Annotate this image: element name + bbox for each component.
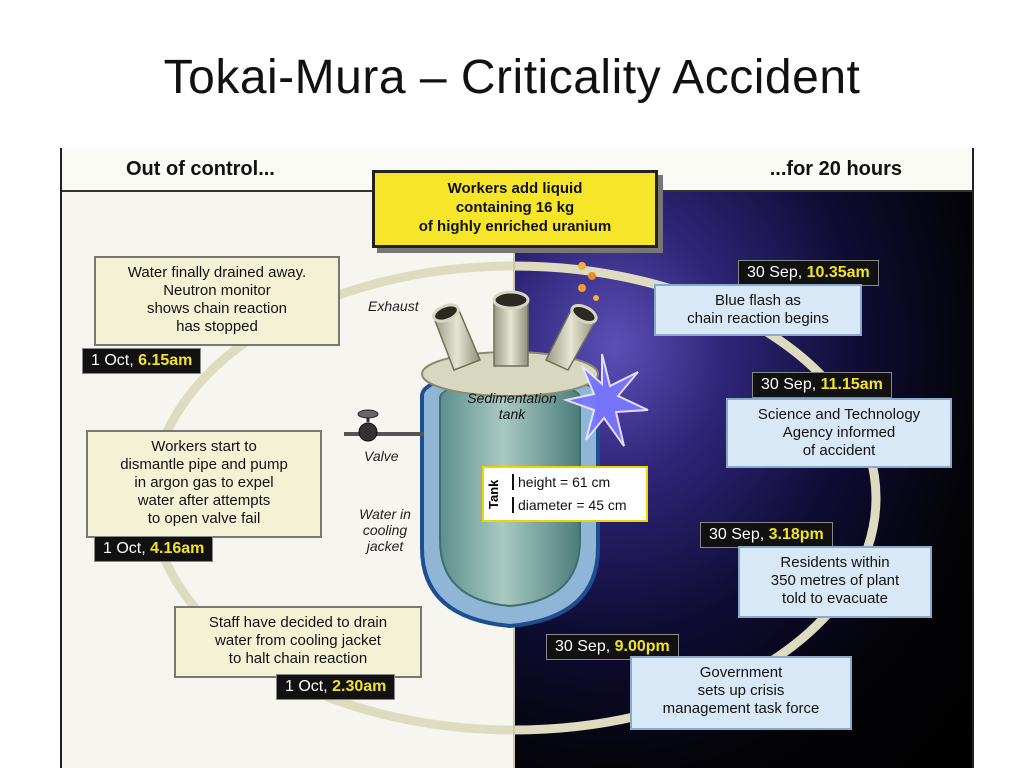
tank-height: height = 61 cm (512, 474, 610, 490)
valve-label: Valve (364, 448, 399, 464)
event-date: 30 Sep, 10.35am (738, 260, 879, 286)
callout-line: of highly enriched uranium (418, 218, 612, 235)
event-line: Neutron monitor (163, 282, 271, 299)
event-line: to open valve fail (147, 510, 261, 527)
exhaust-label: Exhaust (368, 298, 419, 314)
event-line: to halt chain reaction (228, 650, 368, 667)
date-prefix: 1 Oct, (91, 352, 139, 369)
event-line: Residents within (780, 554, 890, 571)
event-line: in argon gas to expel (134, 474, 274, 491)
event-line: of accident (802, 442, 876, 459)
event-date: 30 Sep, 11.15am (752, 372, 892, 398)
date-prefix: 1 Oct, (103, 540, 151, 557)
event-line: Government (699, 664, 783, 681)
date-prefix: 30 Sep, (761, 376, 821, 393)
date-time: 3.18pm (768, 526, 824, 543)
event-date: 1 Oct, 2.30am (276, 674, 396, 700)
event-line: told to evacuate (782, 590, 888, 607)
event-line: sets up crisis (697, 682, 785, 699)
event-line: Blue flash as (715, 292, 801, 309)
tank-dimensions: Tank height = 61 cm diameter = 45 cm (482, 466, 648, 522)
event-line: management task force (662, 700, 820, 717)
header-right: ...for 20 hours (769, 158, 902, 180)
date-prefix: 1 Oct, (285, 678, 333, 695)
jacket-line: Water in (359, 506, 411, 522)
event-box: Science and Technology Agency informed o… (726, 398, 952, 468)
event-date: 30 Sep, 9.00pm (546, 634, 679, 660)
event-line: chain reaction begins (687, 310, 829, 327)
event-line: has stopped (176, 318, 258, 335)
event-line: Workers start to (151, 438, 257, 455)
event-line: shows chain reaction (146, 300, 288, 317)
event-line: water from cooling jacket (215, 632, 381, 649)
date-time: 6.15am (138, 352, 193, 369)
event-box: Government sets up crisis management tas… (630, 656, 852, 730)
slide-title: Tokai-Mura – Criticality Accident (163, 51, 861, 104)
event-line: Water finally drained away. (127, 264, 307, 281)
date-prefix: 30 Sep, (709, 526, 769, 543)
event-line: dismantle pipe and pump (120, 456, 288, 473)
date-time: 4.16am (150, 540, 205, 557)
event-date: 30 Sep, 3.18pm (700, 522, 833, 548)
blue-flash (562, 353, 649, 447)
callout-line: Workers add liquid (447, 180, 583, 197)
tank-name-label: Sedimentation tank (454, 390, 570, 422)
event-line: Staff have decided to drain (208, 614, 388, 631)
date-time: 2.30am (332, 678, 387, 695)
event-line: water after attempts (137, 492, 271, 509)
date-prefix: 30 Sep, (747, 264, 807, 281)
event-box: Staff have decided to drain water from c… (174, 606, 422, 678)
tank-diameter: diameter = 45 cm (512, 497, 627, 513)
exhaust-pipes (432, 290, 598, 371)
tank-name-line: Sedimentation (467, 390, 557, 406)
valve (344, 409, 424, 442)
event-box: Workers start to dismantle pipe and pump… (86, 430, 322, 538)
tank-name-line: tank (498, 406, 526, 422)
jacket-label: Water in cooling jacket (352, 506, 418, 554)
date-time: 11.15am (820, 376, 883, 393)
infographic-panel: Out of control... ...for 20 hours Worker… (60, 148, 974, 768)
jacket-line: jacket (366, 538, 404, 554)
uranium-callout: Workers add liquid containing 16 kg of h… (372, 170, 658, 248)
date-time: 9.00pm (614, 638, 670, 655)
event-line: 350 metres of plant (770, 572, 900, 589)
header-left: Out of control... (126, 158, 275, 180)
event-box: Blue flash as chain reaction begins (654, 284, 862, 336)
event-line: Agency informed (782, 424, 896, 441)
event-date: 1 Oct, 4.16am (94, 536, 214, 562)
date-time: 10.35am (806, 264, 870, 281)
date-prefix: 30 Sep, (555, 638, 615, 655)
tank-tag: Tank (486, 479, 501, 509)
event-line: Science and Technology (757, 406, 921, 423)
callout-line: containing 16 kg (455, 199, 575, 216)
event-box: Residents within 350 metres of plant tol… (738, 546, 932, 618)
event-date: 1 Oct, 6.15am (82, 348, 202, 374)
jacket-line: cooling (362, 522, 408, 538)
event-box: Water finally drained away. Neutron moni… (94, 256, 340, 346)
